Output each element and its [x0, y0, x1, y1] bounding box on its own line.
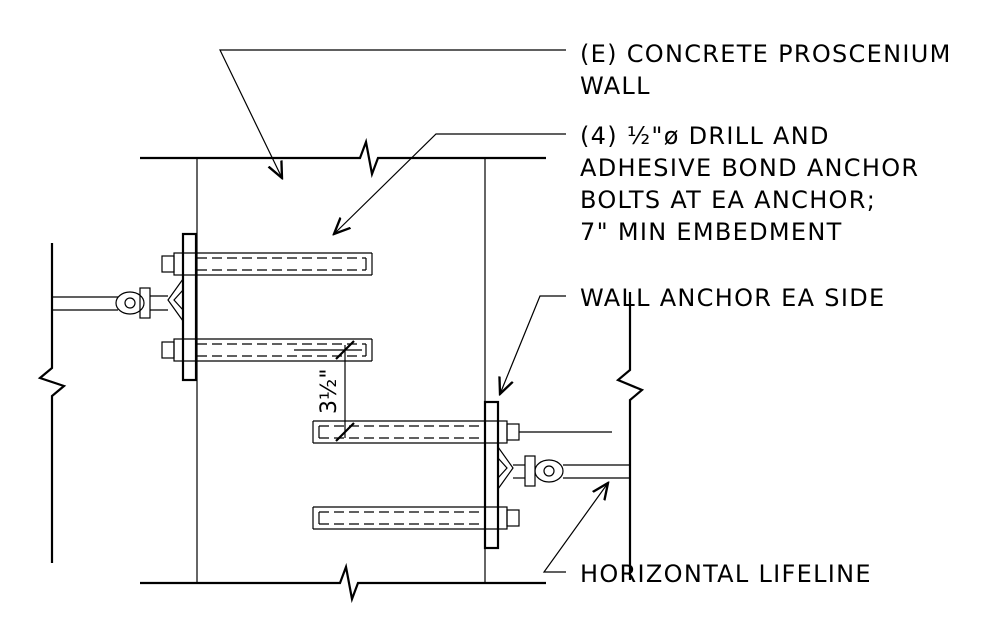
wall-bottom-break-line — [140, 562, 546, 604]
left-post-break-line — [37, 243, 67, 563]
left-shackle — [115, 291, 145, 315]
wall-anchor-callout: WALL ANCHOR EA SIDE — [580, 284, 885, 312]
wall-top-break-line — [140, 137, 546, 179]
anchor-bolt-upper-right — [312, 420, 520, 444]
anchor-bolt-upper-left — [161, 252, 373, 276]
wall-anchor-callout-leader — [500, 295, 566, 394]
bolt-spacing-dimension: 3½" — [294, 340, 362, 442]
right-post-break-line — [615, 292, 645, 580]
nut — [161, 341, 175, 359]
left-anchor-plate — [181, 232, 198, 382]
bolts-callout-leader — [334, 133, 566, 234]
left-shackle-pin — [139, 287, 151, 319]
washer — [173, 338, 184, 362]
callout-bolts: (4) ½"ø DRILL AND ADHESIVE BOND ANCHOR B… — [580, 122, 919, 246]
nut — [506, 423, 520, 441]
lifeline-callout: HORIZONTAL LIFELINE — [580, 560, 872, 588]
bolts-callout-line-3: BOLTS AT EA ANCHOR; — [580, 186, 876, 214]
washer — [497, 506, 508, 530]
wall-callout-line-2: WALL — [580, 72, 651, 100]
wall-callout-line-1: (E) CONCRETE PROSCENIUM — [580, 40, 952, 68]
callout-wall: (E) CONCRETE PROSCENIUM WALL — [580, 40, 952, 100]
right-anchor-gusset — [497, 446, 514, 490]
leader-lines — [219, 49, 608, 573]
nut — [506, 509, 520, 527]
right-shackle — [534, 459, 564, 483]
right-wall-anchor — [312, 400, 630, 550]
washer — [173, 252, 184, 276]
bolt-spacing-label: 3½" — [317, 369, 342, 414]
anchor-bolt-lower-right — [312, 506, 520, 530]
left-anchor-gusset — [167, 278, 184, 322]
right-anchor-plate — [483, 400, 500, 550]
left-wall-anchor — [52, 232, 373, 382]
lifeline-callout-leader — [542, 483, 608, 573]
right-shackle-pin — [524, 455, 536, 487]
washer — [497, 420, 508, 444]
bolts-callout-line-1: (4) ½"ø DRILL AND — [580, 122, 830, 150]
nut — [161, 255, 175, 273]
wall-callout-leader — [219, 49, 566, 178]
bolts-callout-line-2: ADHESIVE BOND ANCHOR — [580, 154, 919, 182]
bolts-callout-line-4: 7" MIN EMBEDMENT — [580, 218, 843, 246]
